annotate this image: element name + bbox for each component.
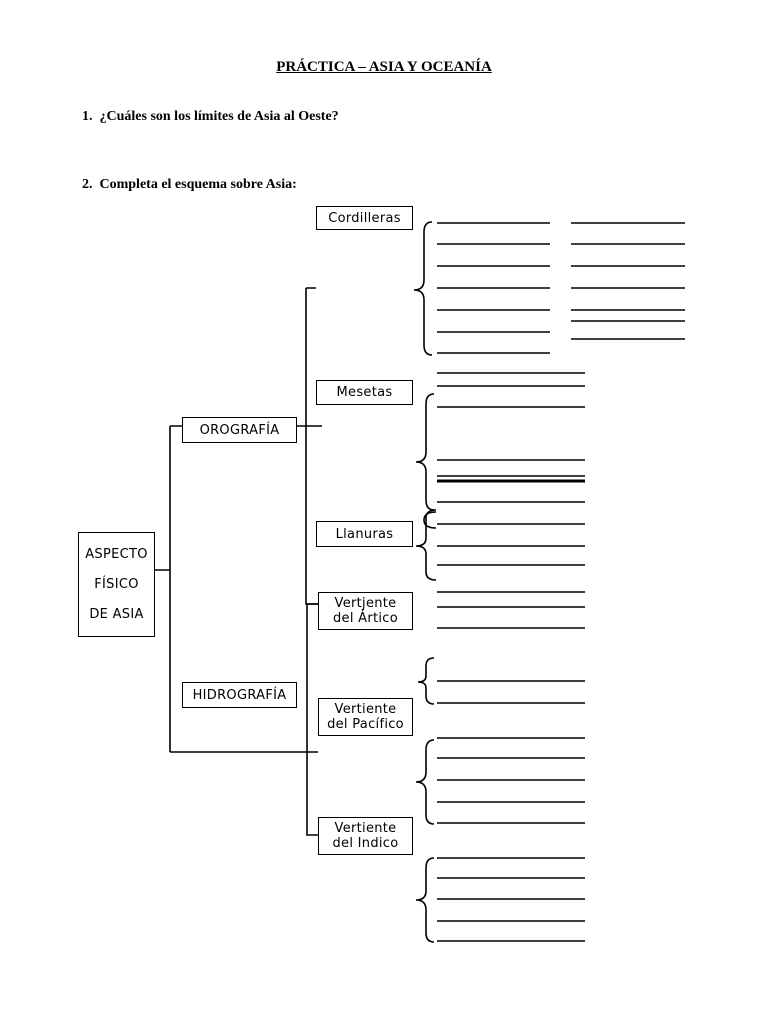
root-connector <box>154 425 318 753</box>
vertiente-artico-node: Vertjente del Ártico <box>318 592 413 630</box>
brace-llanuras <box>415 509 437 581</box>
question-1-number: 1. <box>82 109 93 124</box>
brace-llanuras-notch <box>423 511 437 529</box>
brace-pacifico <box>415 739 435 825</box>
vertiente-indico-node: Vertiente del Indico <box>318 817 413 855</box>
cordilleras-node: Cordilleras <box>316 206 413 230</box>
orografia-connector <box>297 287 322 605</box>
question-1: 1. ¿Cuáles son los límites de Asia al Oe… <box>82 109 339 125</box>
hidrografia-node: HIDROGRAFÍA <box>182 682 297 708</box>
hidrografia-connector <box>306 603 318 836</box>
vertiente-artico-line-2: del Ártico <box>332 611 399 626</box>
vertiente-pacifico-line-2: del Pacífico <box>327 717 404 732</box>
root-line-3: DE ASIA <box>89 606 144 622</box>
question-2: 2. Completa el esquema sobre Asia: <box>82 177 297 193</box>
vertiente-artico-line-1: Vertjente <box>334 596 397 611</box>
vertiente-pacifico-node: Vertiente del Pacífico <box>318 698 413 736</box>
root-line-1: ASPECTO <box>85 546 148 562</box>
brace-artico <box>417 657 435 705</box>
brace-mesetas <box>415 393 435 511</box>
orografia-node: OROGRAFÍA <box>182 417 297 443</box>
curly-braces <box>413 221 437 943</box>
question-1-text: ¿Cuáles son los límites de Asia al Oeste… <box>99 109 339 124</box>
question-2-text: Completa el esquema sobre Asia: <box>99 177 297 192</box>
vertiente-pacifico-line-1: Vertiente <box>334 702 397 717</box>
vertiente-indico-line-2: del Indico <box>332 836 399 851</box>
root-node-aspecto-fisico: ASPECTO FÍSICO DE ASIA <box>78 532 155 637</box>
brace-indico <box>415 857 435 943</box>
llanuras-node: Llanuras <box>316 521 413 547</box>
brace-cordilleras <box>413 221 433 356</box>
question-2-number: 2. <box>82 177 93 192</box>
page-title: PRÁCTICA – ASIA Y OCEANÍA <box>276 59 492 75</box>
answer-lines <box>437 222 685 942</box>
mesetas-node: Mesetas <box>316 380 413 405</box>
vertiente-indico-line-1: Vertiente <box>334 821 397 836</box>
root-line-2: FÍSICO <box>94 576 139 592</box>
